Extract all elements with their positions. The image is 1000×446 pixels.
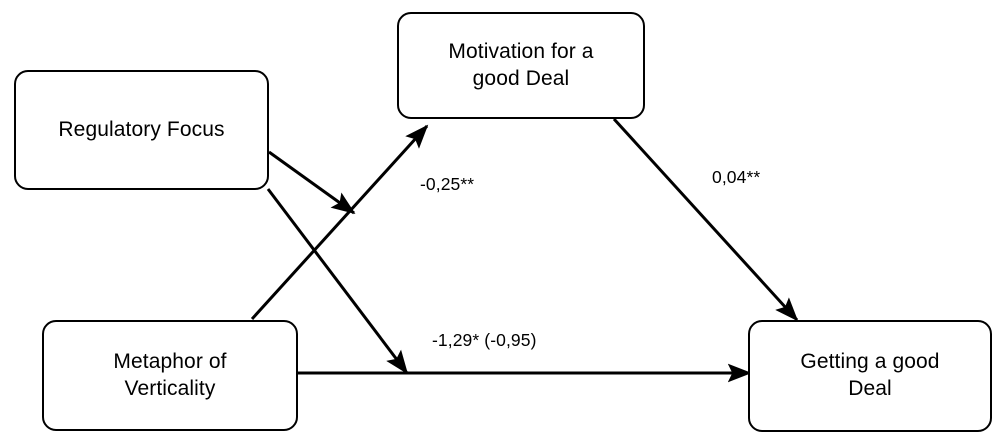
node-motivation-good-deal-label: Motivation for a good Deal xyxy=(448,39,594,90)
node-metaphor-verticality[interactable]: Metaphor of Verticality xyxy=(42,320,298,431)
edge-label-path-b: 0,04** xyxy=(712,167,761,187)
edge-metaphor-to-motivation xyxy=(250,124,429,321)
edge-label-path-c: -1,29* (-0,95) xyxy=(432,330,537,350)
node-metaphor-verticality-label: Metaphor of Verticality xyxy=(113,349,227,400)
node-getting-good-deal-label: Getting a good Deal xyxy=(800,350,940,400)
edge-regulatoryfocus-moderator-upper xyxy=(268,150,356,215)
node-regulatory-focus-label: Regulatory Focus xyxy=(58,117,225,141)
edge-motivation-to-getting xyxy=(612,117,799,322)
node-regulatory-focus[interactable]: Regulatory Focus xyxy=(14,70,269,190)
node-getting-good-deal[interactable]: Getting a good Deal xyxy=(748,320,992,432)
node-motivation-good-deal[interactable]: Motivation for a good Deal xyxy=(397,12,645,119)
edge-label-path-a: -0,25** xyxy=(420,174,475,194)
edge-regulatoryfocus-moderator-lower xyxy=(266,188,409,375)
